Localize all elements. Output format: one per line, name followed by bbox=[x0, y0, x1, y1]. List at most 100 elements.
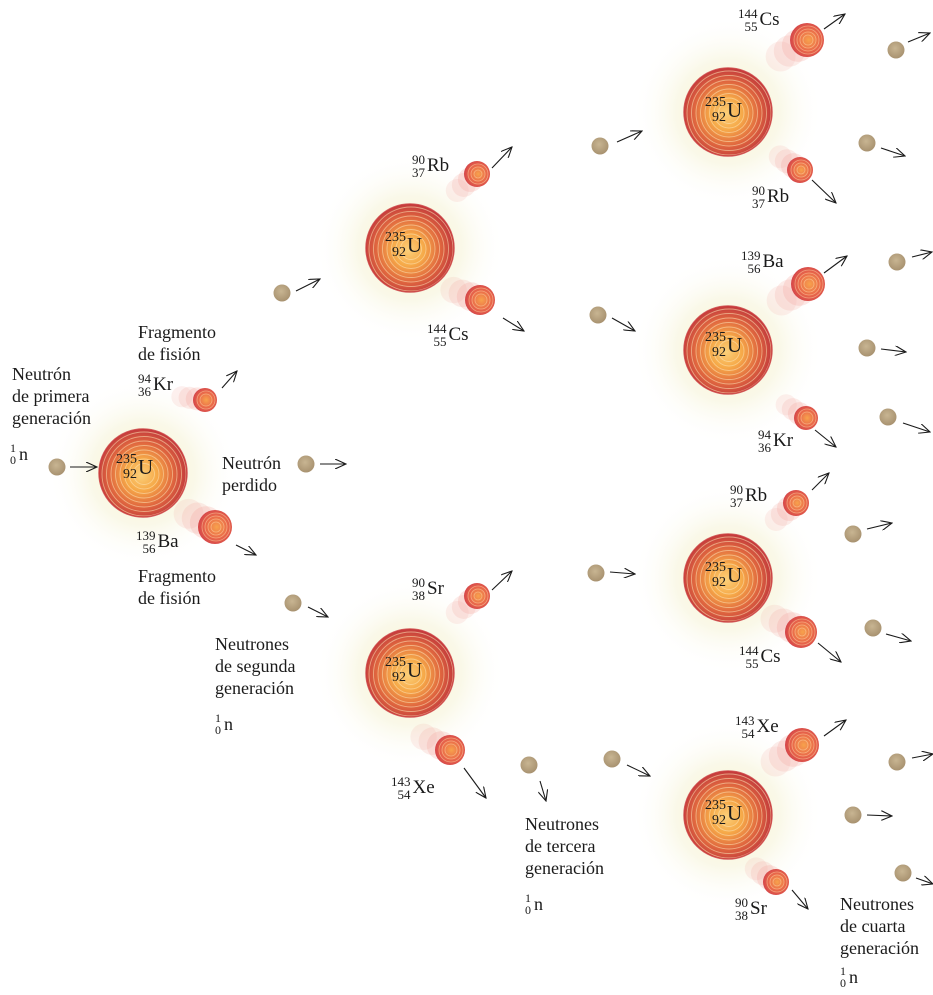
arrow-icon bbox=[463, 767, 486, 798]
fragment-layer bbox=[193, 23, 825, 895]
neutron-particle bbox=[520, 756, 538, 774]
arrow-icon bbox=[811, 473, 829, 491]
arrow-icon bbox=[823, 720, 846, 737]
uranium-nucleus-layer bbox=[98, 67, 773, 860]
neutron-particle bbox=[894, 864, 912, 882]
uranium-nucleus bbox=[683, 305, 773, 395]
neutron-particle bbox=[603, 750, 621, 768]
neutron-particle bbox=[591, 137, 609, 155]
neutron-particle bbox=[844, 525, 862, 543]
arrow-icon bbox=[616, 131, 642, 143]
arrow-icon bbox=[880, 349, 906, 352]
arrow-icon bbox=[902, 422, 930, 432]
arrow-icon bbox=[911, 252, 932, 257]
neutron-particle bbox=[297, 455, 315, 473]
neutron-particle bbox=[589, 306, 607, 324]
fission-fragment bbox=[464, 161, 490, 187]
neutron-particle bbox=[858, 134, 876, 152]
arrow-icon bbox=[823, 256, 847, 274]
neutron-particle bbox=[273, 284, 291, 302]
uranium-nucleus bbox=[365, 203, 455, 293]
arrow-icon bbox=[911, 754, 933, 758]
arrow-icon bbox=[307, 606, 328, 617]
fission-fragment bbox=[783, 490, 809, 516]
arrow-icon bbox=[295, 279, 320, 292]
arrow-icon bbox=[609, 572, 635, 574]
neutron-particle bbox=[879, 408, 897, 426]
arrow-icon bbox=[791, 889, 808, 909]
arrow-icon bbox=[611, 317, 635, 331]
uranium-nucleus bbox=[98, 428, 188, 518]
fission-fragment bbox=[193, 388, 217, 412]
arrow-layer bbox=[70, 14, 933, 909]
fission-fragment bbox=[794, 406, 818, 430]
fission-fragment bbox=[791, 267, 825, 301]
arrow-icon bbox=[880, 147, 905, 156]
arrow-icon bbox=[817, 642, 841, 662]
fission-fragment bbox=[785, 728, 819, 762]
fission-fragment bbox=[787, 157, 813, 183]
fission-fragment bbox=[464, 583, 490, 609]
neutron-particle bbox=[844, 806, 862, 824]
uranium-nucleus bbox=[683, 770, 773, 860]
arrow-icon bbox=[915, 878, 933, 884]
arrow-icon bbox=[814, 429, 836, 447]
neutron-particle bbox=[858, 339, 876, 357]
fission-fragment bbox=[790, 23, 824, 57]
arrow-icon bbox=[866, 523, 892, 529]
arrow-icon bbox=[502, 317, 524, 331]
fission-fragment bbox=[785, 616, 817, 648]
fission-fragment bbox=[763, 869, 789, 895]
fission-fragment bbox=[465, 285, 495, 315]
arrow-icon bbox=[866, 815, 892, 816]
fission-fragment bbox=[435, 735, 465, 765]
fission-fragment bbox=[198, 510, 232, 544]
neutron-layer bbox=[48, 41, 912, 882]
arrow-icon bbox=[885, 634, 911, 641]
arrow-icon bbox=[491, 147, 512, 169]
neutron-particle bbox=[888, 253, 906, 271]
arrow-icon bbox=[491, 571, 512, 591]
arrow-icon bbox=[811, 179, 836, 203]
neutron-particle bbox=[888, 753, 906, 771]
arrow-icon bbox=[235, 544, 256, 555]
arrow-icon bbox=[540, 780, 546, 801]
neutron-particle bbox=[864, 619, 882, 637]
arrow-icon bbox=[221, 371, 237, 389]
uranium-nucleus bbox=[683, 67, 773, 157]
arrow-icon bbox=[626, 764, 650, 776]
